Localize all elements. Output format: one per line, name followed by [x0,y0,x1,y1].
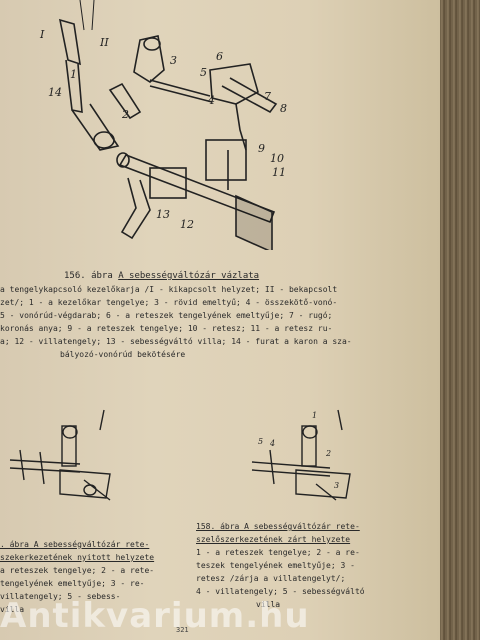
figure-156-label: 1 [70,68,77,81]
caption-line: villatengely; 5 - sebess- [0,592,121,601]
figure-156-label: 3 [170,54,177,67]
figure-156-label: II [99,36,109,49]
caption-line: teszek tengelyének emeltyűje; 3 - [196,561,355,570]
figure-156-caption: 156. ábra A sebességváltózár vázlata a t… [0,270,440,361]
page-number: 321 [176,626,189,634]
figure-156-label: 6 [216,50,223,63]
caption-line: szekerkezetének nyitott helyzete [0,553,155,562]
caption-line: szelőszerkezetének zárt helyzete [196,535,351,544]
figure-158-label: 3 [334,481,339,490]
figure-156-label: 13 [156,208,170,221]
caption-line: retesz /zárja a villatengelyt/; [196,574,346,583]
caption-line: 4 - villatengely; 5 - sebességváltó [196,587,365,596]
caption-line: 5 - vonórúd-végdarab; 6 - a reteszek ten… [0,311,333,320]
caption-line: bályozó-vonórúd bekötésére [60,350,186,359]
caption-line: villa [256,600,281,609]
figure-156-label: 2 [121,108,129,121]
figure-156-label: 7 [264,90,271,103]
figure-158-label: 4 [269,439,275,448]
caption-line: zet/; 1 - a kezelőkar tengelye; 3 - rövi… [0,298,338,307]
figure-156-label: I [39,28,45,41]
figure-156-label: 10 [270,152,284,165]
caption-line: tengelyének emeltyűje; 3 - re- [0,579,145,588]
figure-156-label: 9 [258,142,265,155]
watermark: Antikvarium.hu [0,596,310,636]
figure-158-label: 1 [312,411,317,420]
caption-line: koronás anya; 9 - a reteszek tengelye; 1… [0,324,333,333]
caption-line: a tengelykapcsoló kezelőkarja /I - kikap… [0,285,338,294]
caption-line: a; 12 - villatengely; 13 - sebességváltó… [0,337,352,346]
figure-158-label: 5 [258,437,263,446]
figure-158-label: 2 [325,449,331,458]
figure-156-title: 156. ábra A sebességváltózár vázlata [0,270,440,283]
figure-158-caption: 158. ábra A sebességváltózár rete- szelő… [196,520,436,611]
caption-line: . ábra A sebességváltózár rete- [0,540,150,549]
figure-156-label: 8 [280,102,287,115]
figure-156-label: 5 [200,66,207,79]
figure-156-number: 156. ábra [64,271,113,281]
figure-156-label: 4 [207,94,215,107]
caption-line: 1 - a reteszek tengelye; 2 - a re- [196,548,360,557]
figure-156-label: 14 [48,86,62,99]
figure-156-label: 11 [272,166,286,179]
figure-156-title-text: A sebességváltózár vázlata [118,271,260,281]
caption-line: villa [0,605,25,614]
figure-157-caption: . ábra A sebességváltózár rete- szekerke… [0,538,200,616]
book-page-edges [440,0,480,640]
caption-line: 158. ábra A sebességváltózár rete- [196,522,360,531]
caption-line: a reteszek tengelye; 2 - a rete- [0,566,155,575]
figure-156-label: 12 [180,218,194,231]
